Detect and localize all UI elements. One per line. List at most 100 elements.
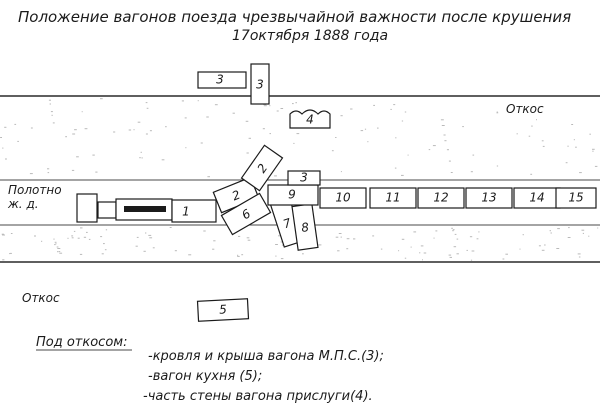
car-13: 13 — [465, 187, 513, 209]
legend-item: -вагон кухня (5); — [148, 369, 262, 384]
ground-speck — [353, 238, 356, 240]
svg-text:1: 1 — [182, 205, 190, 219]
ground-speck — [469, 236, 473, 238]
ground-speck — [410, 246, 412, 248]
ground-speck — [246, 152, 249, 154]
ground-speck — [58, 251, 61, 253]
ground-speck — [505, 253, 508, 255]
ground-speck — [335, 137, 337, 138]
ground-speck — [79, 253, 83, 255]
diagram-date: 17октября 1888 года — [232, 28, 388, 44]
ground-speck — [420, 245, 424, 247]
ground-speck — [149, 237, 153, 239]
ground-speck — [17, 140, 19, 142]
ground-speck — [456, 238, 459, 240]
ground-speck — [538, 106, 541, 108]
ground-speck — [571, 124, 574, 125]
ground-speck — [453, 246, 457, 248]
ground-speck — [41, 240, 43, 242]
ground-speck — [395, 137, 397, 139]
ground-speck — [471, 250, 475, 252]
ground-speck — [496, 112, 499, 114]
ground-speck — [197, 100, 199, 102]
ground-speck — [269, 133, 271, 135]
ground-speck — [472, 154, 475, 156]
ground-speck — [432, 145, 436, 147]
ground-speck — [161, 159, 165, 161]
ground-speck — [169, 227, 172, 228]
ground-speck — [280, 258, 284, 260]
ground-speck — [541, 140, 544, 142]
car-3-on-track: 3 — [287, 170, 321, 186]
ground-speck — [248, 137, 251, 139]
ground-speck — [296, 133, 300, 135]
ground-speck — [295, 102, 297, 104]
ground-speck — [462, 126, 464, 128]
ground-speck — [423, 252, 427, 254]
ground-speck — [440, 119, 444, 121]
ground-speck — [478, 231, 480, 233]
ground-speck — [213, 240, 216, 242]
ground-speck — [139, 157, 141, 159]
ground-speck — [71, 169, 75, 171]
ground-speck — [582, 232, 584, 234]
svg-text:3: 3 — [256, 78, 264, 92]
ground-speck — [263, 105, 267, 107]
ground-speck — [262, 128, 265, 130]
ground-speck — [275, 244, 278, 245]
ground-speck — [413, 231, 417, 233]
ground-speck — [145, 102, 148, 104]
ground-speck — [5, 158, 7, 160]
ground-speck — [393, 104, 396, 106]
ground-speck — [448, 160, 451, 162]
ground-speck — [578, 256, 581, 258]
svg-text:9: 9 — [288, 188, 296, 202]
ground-speck — [360, 130, 364, 132]
ground-speck — [232, 112, 235, 114]
ground-speck — [496, 111, 498, 113]
legend-item: -часть стены вагона прислуги(4). — [143, 389, 373, 404]
car-12: 12 — [417, 187, 465, 209]
roof-piece-3-vertical: 3 — [250, 63, 270, 105]
ground-speck — [573, 139, 575, 141]
car-14: 14 — [513, 187, 561, 209]
ground-speck — [237, 255, 240, 257]
ground-speck — [53, 238, 55, 240]
ground-speck — [446, 149, 449, 151]
ground-speck — [278, 235, 281, 237]
ground-speck — [67, 237, 69, 239]
ground-speck — [241, 254, 244, 256]
ground-speck — [536, 119, 537, 121]
ground-speck — [49, 103, 51, 105]
ground-speck — [549, 230, 551, 232]
car-9: 9 — [267, 184, 319, 206]
ground-speck — [50, 111, 53, 113]
ground-speck — [364, 128, 367, 130]
ground-speck — [10, 233, 13, 234]
ground-speck — [302, 253, 304, 255]
svg-text:8: 8 — [300, 220, 310, 235]
ground-speck — [47, 172, 50, 174]
ground-speck — [57, 248, 61, 249]
ground-speck — [206, 116, 209, 118]
ground-speck — [318, 244, 322, 246]
ground-speck — [456, 253, 459, 255]
ground-speck — [476, 238, 479, 240]
ground-speck — [165, 126, 167, 128]
ground-speck — [528, 135, 531, 137]
ground-speck — [100, 98, 103, 100]
ground-speck — [136, 236, 139, 238]
ground-speck — [174, 250, 177, 252]
ground-speck — [65, 136, 67, 138]
ground-speck — [568, 227, 570, 229]
ground-speck — [435, 230, 438, 232]
ground-speck — [80, 227, 83, 229]
ground-speck — [567, 145, 569, 147]
ground-speck — [4, 126, 7, 128]
roof-piece-3: 3 — [197, 71, 247, 89]
ground-speck — [496, 165, 499, 167]
ground-speck — [398, 250, 400, 252]
ground-speck — [380, 248, 383, 250]
ground-speck — [51, 114, 53, 116]
ground-speck — [181, 100, 184, 102]
